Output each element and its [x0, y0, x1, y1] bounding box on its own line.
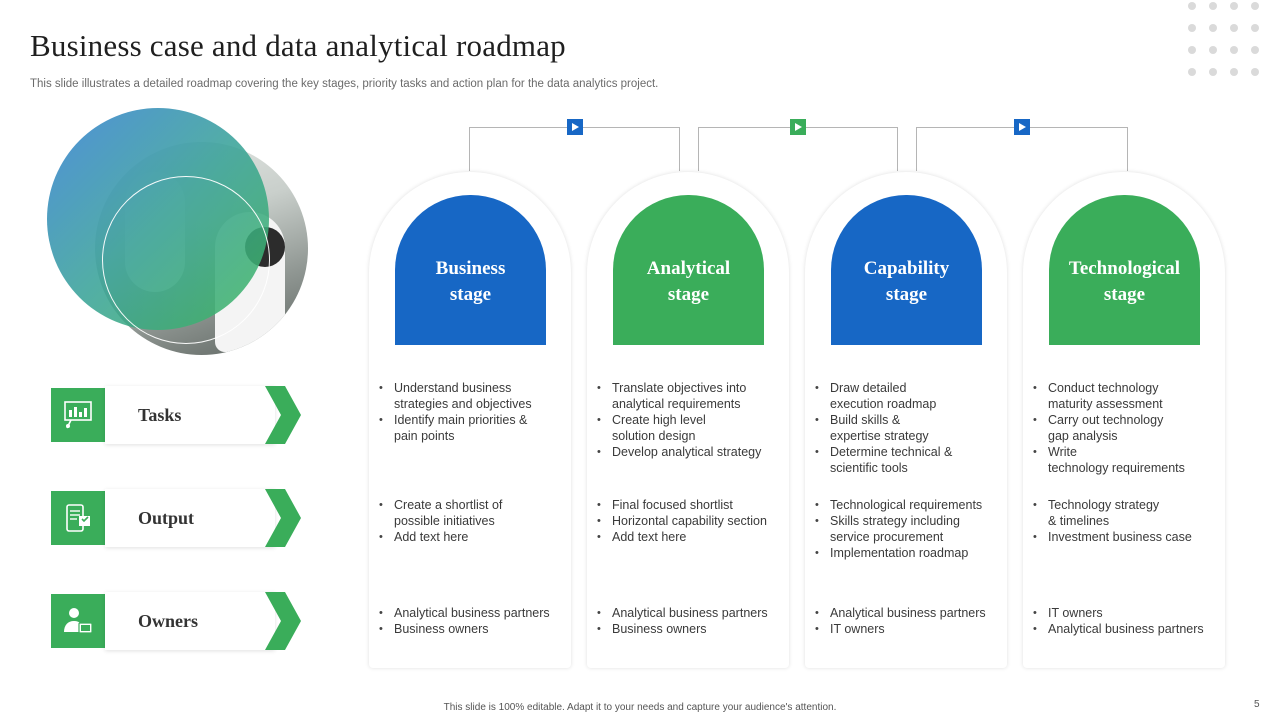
list-item: Technology strategy & timelines — [1029, 497, 1229, 529]
row-label-card: Owners — [105, 592, 275, 650]
stage-header: Analytical stage — [613, 195, 764, 345]
list-item: Translate objectives into analytical req… — [593, 380, 793, 412]
list-item: Horizontal capability section — [593, 513, 793, 529]
stage-owners-list: Analytical business partnersBusiness own… — [593, 605, 793, 637]
page-number: 5 — [1254, 699, 1260, 710]
grid-dot — [1209, 2, 1217, 10]
slide-title: Business case and data analytical roadma… — [30, 28, 566, 63]
list-item: Write technology requirements — [1029, 444, 1229, 476]
row-label-card: Output — [105, 489, 275, 547]
row-label-card: Tasks — [105, 386, 275, 444]
list-item: Business owners — [375, 621, 575, 637]
play-arrow-icon — [567, 119, 583, 135]
grid-dot — [1230, 24, 1238, 32]
user-monitor-icon — [51, 594, 105, 648]
list-item: Analytical business partners — [811, 605, 1011, 621]
list-item: Business owners — [593, 621, 793, 637]
grid-dot — [1251, 24, 1259, 32]
list-item: Technological requirements — [811, 497, 1011, 513]
list-item: Investment business case — [1029, 529, 1229, 545]
grid-dot — [1230, 46, 1238, 54]
list-item: Develop analytical strategy — [593, 444, 793, 460]
stage-title: Technological stage — [1068, 258, 1181, 305]
stage-header: Capability stage — [831, 195, 982, 345]
row-label-text: Output — [138, 507, 195, 528]
grid-dot — [1251, 2, 1259, 10]
grid-dot — [1230, 2, 1238, 10]
grid-dot — [1209, 68, 1217, 76]
list-item: IT owners — [1029, 605, 1229, 621]
stage-tasks-list: Draw detailed execution roadmapBuild ski… — [811, 380, 1011, 476]
list-item: Understand business strategies and objec… — [375, 380, 575, 412]
list-item: Create high level solution design — [593, 412, 793, 444]
stage-owners-list: Analytical business partnersBusiness own… — [375, 605, 575, 637]
stage-title: Capability stage — [863, 258, 950, 305]
list-item: Create a shortlist of possible initiativ… — [375, 497, 575, 529]
stage-tasks-list: Conduct technology maturity assessmentCa… — [1029, 380, 1229, 476]
grid-dot — [1251, 68, 1259, 76]
stage-tasks-list: Understand business strategies and objec… — [375, 380, 575, 444]
decorative-dot-grid — [1186, 0, 1266, 80]
slide-subtitle: This slide illustrates a detailed roadma… — [30, 78, 659, 90]
row-label-owners: Owners — [51, 592, 301, 650]
list-item: Identify main priorities & pain points — [375, 412, 575, 444]
stage-header: Business stage — [395, 195, 546, 345]
list-item: Final focused shortlist — [593, 497, 793, 513]
stage-output-list: Technology strategy & timelinesInvestmen… — [1029, 497, 1229, 545]
stage-header: Technological stage — [1049, 195, 1200, 345]
grid-dot — [1188, 24, 1196, 32]
stage-title: Business stage — [435, 258, 506, 305]
list-item: Implementation roadmap — [811, 545, 1011, 561]
row-label-output: Output — [51, 489, 301, 547]
list-item: Analytical business partners — [593, 605, 793, 621]
list-item: Carry out technology gap analysis — [1029, 412, 1229, 444]
list-item: IT owners — [811, 621, 1011, 637]
outline-circle — [102, 176, 270, 344]
stage-output-list: Technological requirementsSkills strateg… — [811, 497, 1011, 561]
list-item: Add text here — [375, 529, 575, 545]
grid-dot — [1209, 24, 1217, 32]
grid-dot — [1188, 46, 1196, 54]
stage-owners-list: Analytical business partnersIT owners — [811, 605, 1011, 637]
grid-dot — [1230, 68, 1238, 76]
chevron-right-icon — [265, 386, 301, 444]
row-label-text: Owners — [138, 610, 198, 631]
list-item: Draw detailed execution roadmap — [811, 380, 1011, 412]
presentation-board-icon — [51, 388, 105, 442]
grid-dot — [1188, 2, 1196, 10]
list-item: Conduct technology maturity assessment — [1029, 380, 1229, 412]
stage-tasks-list: Translate objectives into analytical req… — [593, 380, 793, 460]
play-arrow-icon — [790, 119, 806, 135]
grid-dot — [1188, 68, 1196, 76]
tablet-screen-icon — [51, 491, 105, 545]
list-item: Determine technical & scientific tools — [811, 444, 1011, 476]
play-arrow-icon — [1014, 119, 1030, 135]
chevron-right-icon — [265, 489, 301, 547]
list-item: Add text here — [593, 529, 793, 545]
chevron-right-icon — [265, 592, 301, 650]
row-label-tasks: Tasks — [51, 386, 301, 444]
list-item: Build skills & expertise strategy — [811, 412, 1011, 444]
footer-note: This slide is 100% editable. Adapt it to… — [443, 702, 837, 713]
stage-output-list: Final focused shortlistHorizontal capabi… — [593, 497, 793, 545]
list-item: Analytical business partners — [1029, 621, 1229, 637]
grid-dot — [1251, 46, 1259, 54]
row-label-text: Tasks — [138, 404, 182, 425]
stage-output-list: Create a shortlist of possible initiativ… — [375, 497, 575, 545]
list-item: Analytical business partners — [375, 605, 575, 621]
list-item: Skills strategy including service procur… — [811, 513, 1011, 545]
stage-title: Analytical stage — [646, 258, 731, 305]
team-photo-graphic — [40, 100, 320, 380]
grid-dot — [1209, 46, 1217, 54]
